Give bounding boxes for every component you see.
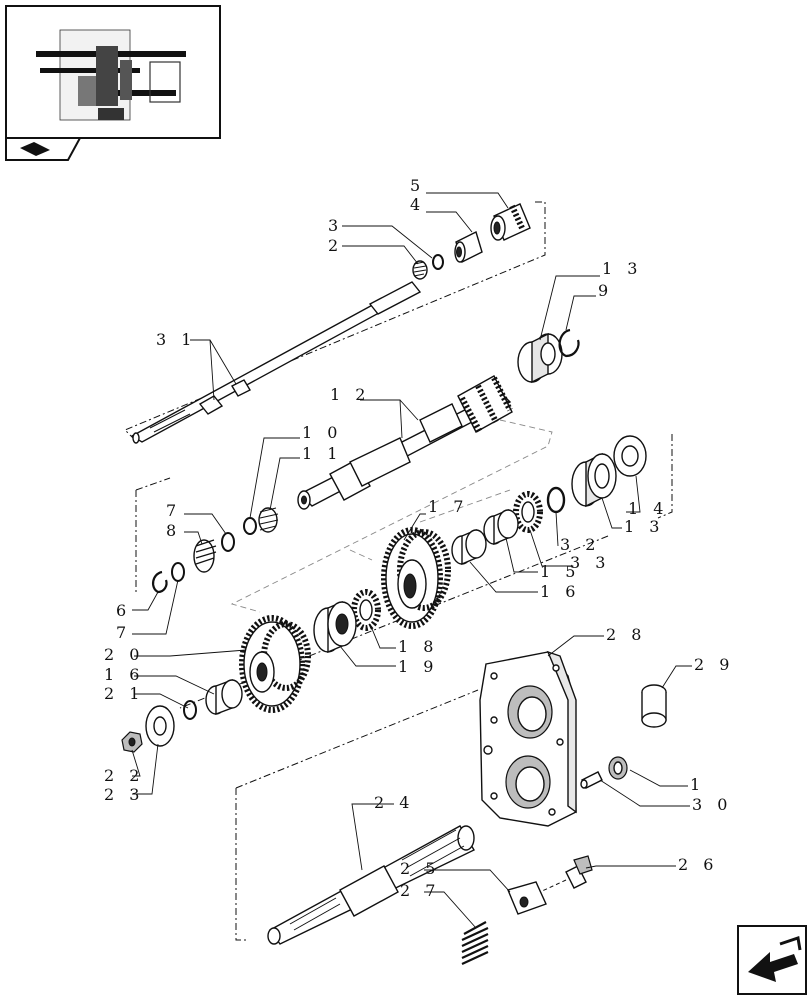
callout-33: 3 3 (570, 553, 610, 572)
callout-24: 2 4 (374, 793, 414, 812)
snap-ring-3 (432, 254, 444, 270)
callout-15: 1 5 (540, 562, 580, 581)
bushing-16-upper (451, 528, 487, 566)
callout-17: 1 7 (428, 497, 468, 516)
book-tab-icon (20, 142, 50, 156)
snap-ring-32 (546, 486, 566, 514)
circlip-9 (558, 328, 580, 358)
callout-20: 2 0 (104, 645, 144, 664)
sliding-gear-5 (490, 203, 531, 241)
callout-21: 2 1 (104, 684, 144, 703)
callout-31: 3 1 (156, 330, 196, 349)
next-page-arrow-icon (748, 936, 802, 982)
callout-4: 4 (410, 195, 425, 214)
callout-13-lower: 1 3 (624, 517, 664, 536)
leader-lines (131, 192, 692, 929)
callout-5: 5 (410, 176, 425, 195)
callout-3: 3 (328, 216, 343, 235)
ball-bearing-13-upper (517, 332, 563, 384)
callout-32: 3 2 (560, 535, 600, 554)
callout-9: 9 (598, 281, 613, 300)
assembly-guide-lines (230, 419, 553, 613)
callout-16-upper: 1 6 (540, 582, 580, 601)
ball-bearing-23 (145, 705, 175, 747)
group-outline-upper (124, 201, 546, 441)
callout-25: 2 5 (400, 859, 440, 878)
ball-bearing-13-lower (571, 452, 617, 508)
callout-1: 1 (690, 775, 705, 794)
callout-22: 2 2 (104, 766, 144, 785)
callout-18: 1 8 (398, 637, 438, 656)
integral-gear-cluster (457, 375, 513, 434)
callout-10: 1 0 (302, 423, 342, 442)
group-outline-lower (235, 689, 479, 941)
thrust-washer-7-left (171, 562, 185, 582)
spacer-ring-10 (243, 517, 257, 535)
countershaft-12 (297, 375, 513, 510)
needle-bearing-11 (258, 507, 279, 533)
lock-plate-25 (507, 881, 547, 915)
callout-2: 2 (328, 236, 343, 255)
housing-plate-28 (479, 650, 577, 827)
callout-8: 8 (166, 521, 181, 540)
bolt-26 (539, 855, 593, 893)
gear-17 (381, 527, 451, 629)
callout-13-upper: 1 3 (602, 259, 642, 278)
bushing-16-lower (205, 678, 243, 716)
callout-26: 2 6 (678, 855, 718, 874)
snap-ring-21 (183, 700, 197, 720)
nut-22 (121, 731, 143, 753)
spring-27 (461, 921, 489, 965)
callout-14: 1 4 (628, 499, 668, 518)
callout-28: 2 8 (606, 625, 646, 644)
tractor-location-thumbnail (36, 29, 186, 121)
sleeve-29 (641, 684, 667, 728)
needle-bearing-2 (412, 260, 428, 280)
callout-7-upper: 7 (166, 501, 181, 520)
coupling-hub-19 (313, 600, 357, 654)
group-outline-middle (135, 434, 673, 709)
ball-bearing-14 (613, 435, 647, 477)
callout-29: 2 9 (694, 655, 734, 674)
callout-7-lower: 7 (116, 623, 131, 642)
small-gear-18 (351, 589, 381, 631)
bushing-15 (483, 508, 519, 546)
input-shaft-31 (130, 281, 422, 444)
snap-ring-6 (152, 570, 168, 594)
callout-23: 2 3 (104, 785, 144, 804)
callout-12: 1 2 (330, 385, 370, 404)
callout-11: 1 1 (302, 444, 342, 463)
callout-16-lower: 1 6 (104, 665, 144, 684)
thumbnail-frame[interactable] (5, 5, 221, 161)
needle-bearing-8 (193, 539, 217, 573)
plug-1 (608, 756, 628, 780)
coupling-sleeve-4 (454, 231, 483, 263)
thrust-washer-7-right (221, 532, 235, 552)
callout-labels: 5 4 3 2 1 3 9 3 1 1 2 1 0 1 1 7 8 6 7 1 … (104, 176, 734, 900)
callout-19: 1 9 (398, 657, 438, 676)
next-page-button[interactable] (737, 925, 807, 995)
output-shaft-24 (267, 825, 475, 945)
splined-hub-33 (513, 491, 543, 533)
callout-6: 6 (116, 601, 131, 620)
gear-20 (239, 615, 311, 713)
dowel-pin-30 (580, 771, 603, 789)
callout-30: 3 0 (692, 795, 732, 814)
callout-27: 2 7 (400, 881, 440, 900)
